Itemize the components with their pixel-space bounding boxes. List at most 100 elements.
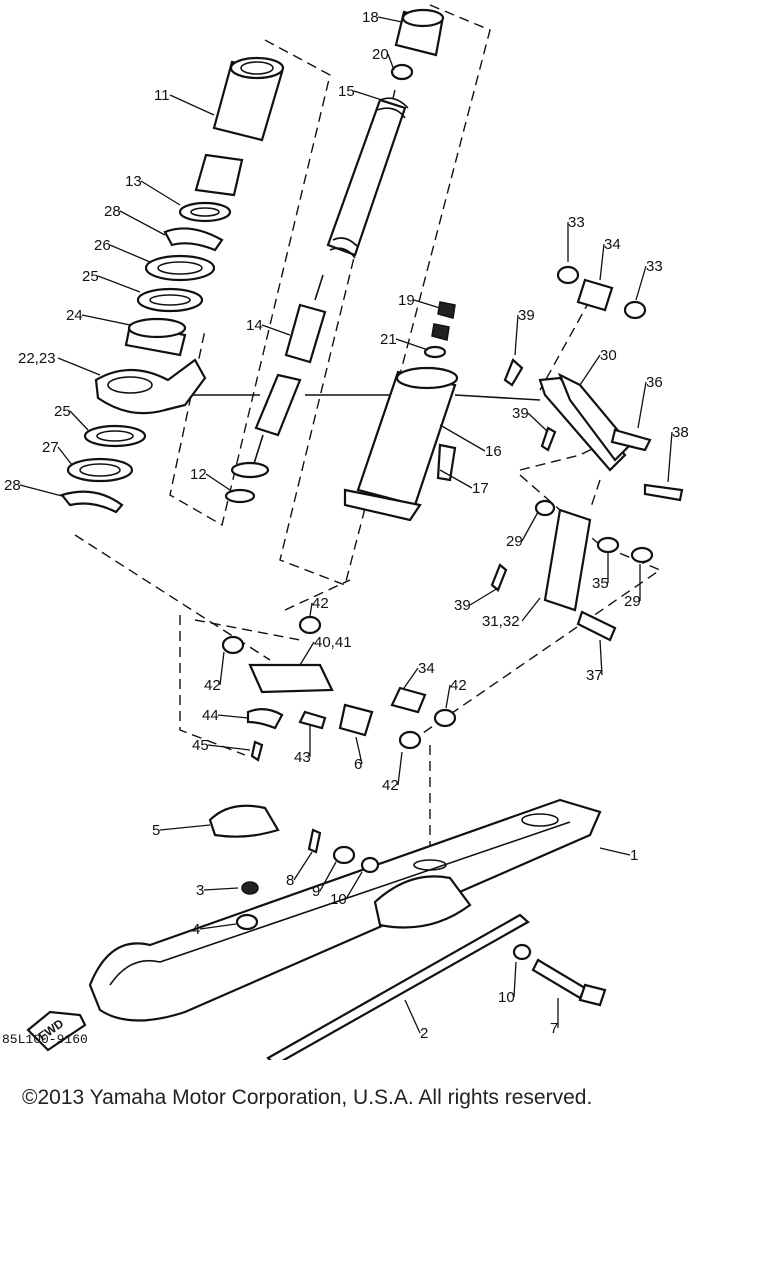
part-callout-9: 9 [312, 883, 320, 900]
callout-leader-line [667, 431, 673, 483]
part-number-callouts: 18201511132826252422,2325272814121921161… [4, 9, 689, 1042]
part-callout-3: 3 [196, 882, 204, 899]
part-callout-4: 4 [192, 921, 200, 938]
callout-leader-line [521, 511, 539, 542]
part-callout-18: 18 [362, 9, 379, 26]
part-callout-25: 25 [54, 403, 71, 420]
part-callout-25: 25 [82, 268, 99, 285]
part-callout-40-41: 40,41 [314, 634, 352, 651]
part-callout-39: 39 [518, 307, 535, 324]
part-callout-36: 36 [646, 374, 663, 391]
part-callout-43: 43 [294, 749, 311, 766]
callout-leader-line [413, 299, 441, 309]
left-part-stack [60, 56, 285, 514]
callout-leader-line [169, 94, 215, 116]
part-callout-42: 42 [312, 595, 329, 612]
part-callout-37: 37 [586, 667, 603, 684]
callout-leader-line [439, 424, 486, 452]
callout-leader-line [395, 338, 429, 351]
callout-leader-line [19, 484, 63, 497]
part-callout-26: 26 [94, 237, 111, 254]
part-callout-30: 30 [600, 347, 617, 364]
part-callout-19: 19 [398, 292, 415, 309]
callout-leader-line [97, 275, 141, 293]
part-callout-28: 28 [104, 203, 121, 220]
part-callout-11: 11 [154, 87, 170, 104]
callout-leader-line [293, 851, 313, 881]
part-callout-42: 42 [450, 677, 467, 694]
callout-leader-line [469, 587, 499, 606]
callout-leader-line [377, 16, 403, 23]
part-callout-27: 27 [42, 439, 59, 456]
part-callout-28: 28 [4, 477, 21, 494]
part-callout-15: 15 [338, 83, 355, 100]
callout-leader-line [514, 314, 519, 356]
callout-leader-line [140, 180, 181, 206]
callout-leader-line [199, 923, 237, 930]
part-callout-33: 33 [568, 214, 585, 231]
part-callout-42: 42 [382, 777, 399, 794]
callout-leader-line [69, 410, 89, 431]
callout-leader-line [513, 961, 517, 998]
callout-leader-line [521, 597, 541, 622]
callout-leader-line [579, 354, 601, 386]
callout-leader-line [207, 744, 251, 751]
part-callout-42: 42 [204, 677, 221, 694]
callout-leader-line [81, 314, 131, 326]
right-linkage-parts [490, 265, 684, 642]
callout-leader-line [353, 90, 383, 101]
ski-assembly [26, 798, 607, 1060]
part-callout-38: 38 [672, 424, 689, 441]
part-callout-20: 20 [372, 46, 389, 63]
callout-leader-line [599, 243, 605, 281]
callout-leader-line [637, 381, 647, 429]
callout-leader-line [403, 667, 419, 689]
callout-leader-line [319, 861, 337, 892]
callout-leader-line [261, 324, 291, 336]
part-callout-2: 2 [420, 1025, 428, 1042]
lower-bracket-parts [221, 615, 457, 762]
part-callout-6: 6 [354, 756, 362, 773]
callout-leader-line [299, 641, 315, 666]
callout-leader-line [599, 639, 603, 676]
callout-leader-line [205, 473, 231, 491]
part-callout-39: 39 [454, 597, 471, 614]
copyright-notice: ©2013 Yamaha Motor Corporation, U.S.A. A… [22, 1086, 593, 1109]
part-callout-29: 29 [506, 533, 523, 550]
part-callout-5: 5 [152, 822, 160, 839]
part-callout-1: 1 [630, 847, 638, 864]
callout-leader-line [217, 714, 249, 719]
callout-leader-line [404, 999, 421, 1034]
callout-leader-line [635, 265, 647, 301]
part-callout-33: 33 [646, 258, 663, 275]
part-callout-13: 13 [125, 173, 142, 190]
part-callout-7: 7 [550, 1020, 558, 1037]
part-callout-31-32: 31,32 [482, 613, 520, 630]
callout-leader-line [159, 824, 211, 831]
callout-leader-line [309, 602, 313, 617]
callout-leader-line [203, 887, 239, 891]
part-callout-8: 8 [286, 872, 294, 889]
part-callout-21: 21 [380, 331, 397, 348]
callout-leader-line [387, 53, 395, 71]
part-callout-12: 12 [190, 466, 207, 483]
part-callout-34: 34 [418, 660, 435, 677]
callout-leader-line [527, 412, 549, 433]
part-callout-17: 17 [472, 480, 489, 497]
part-callout-39: 39 [512, 405, 529, 422]
part-callout-45: 45 [192, 737, 209, 754]
part-callout-16: 16 [485, 443, 502, 460]
callout-leader-line [57, 357, 101, 376]
part-callout-35: 35 [592, 575, 609, 592]
part-callout-34: 34 [604, 236, 621, 253]
callout-leader-line [355, 736, 363, 765]
part-callout-10: 10 [498, 989, 515, 1006]
part-callout-14: 14 [246, 317, 263, 334]
callout-leader-line [345, 871, 363, 900]
part-callout-22-23: 22,23 [18, 350, 56, 367]
callout-leader-line [219, 651, 225, 686]
part-callout-29: 29 [624, 593, 641, 610]
callout-leader-line [109, 244, 151, 263]
callout-leader-line [397, 751, 403, 786]
part-callout-24: 24 [66, 307, 83, 324]
